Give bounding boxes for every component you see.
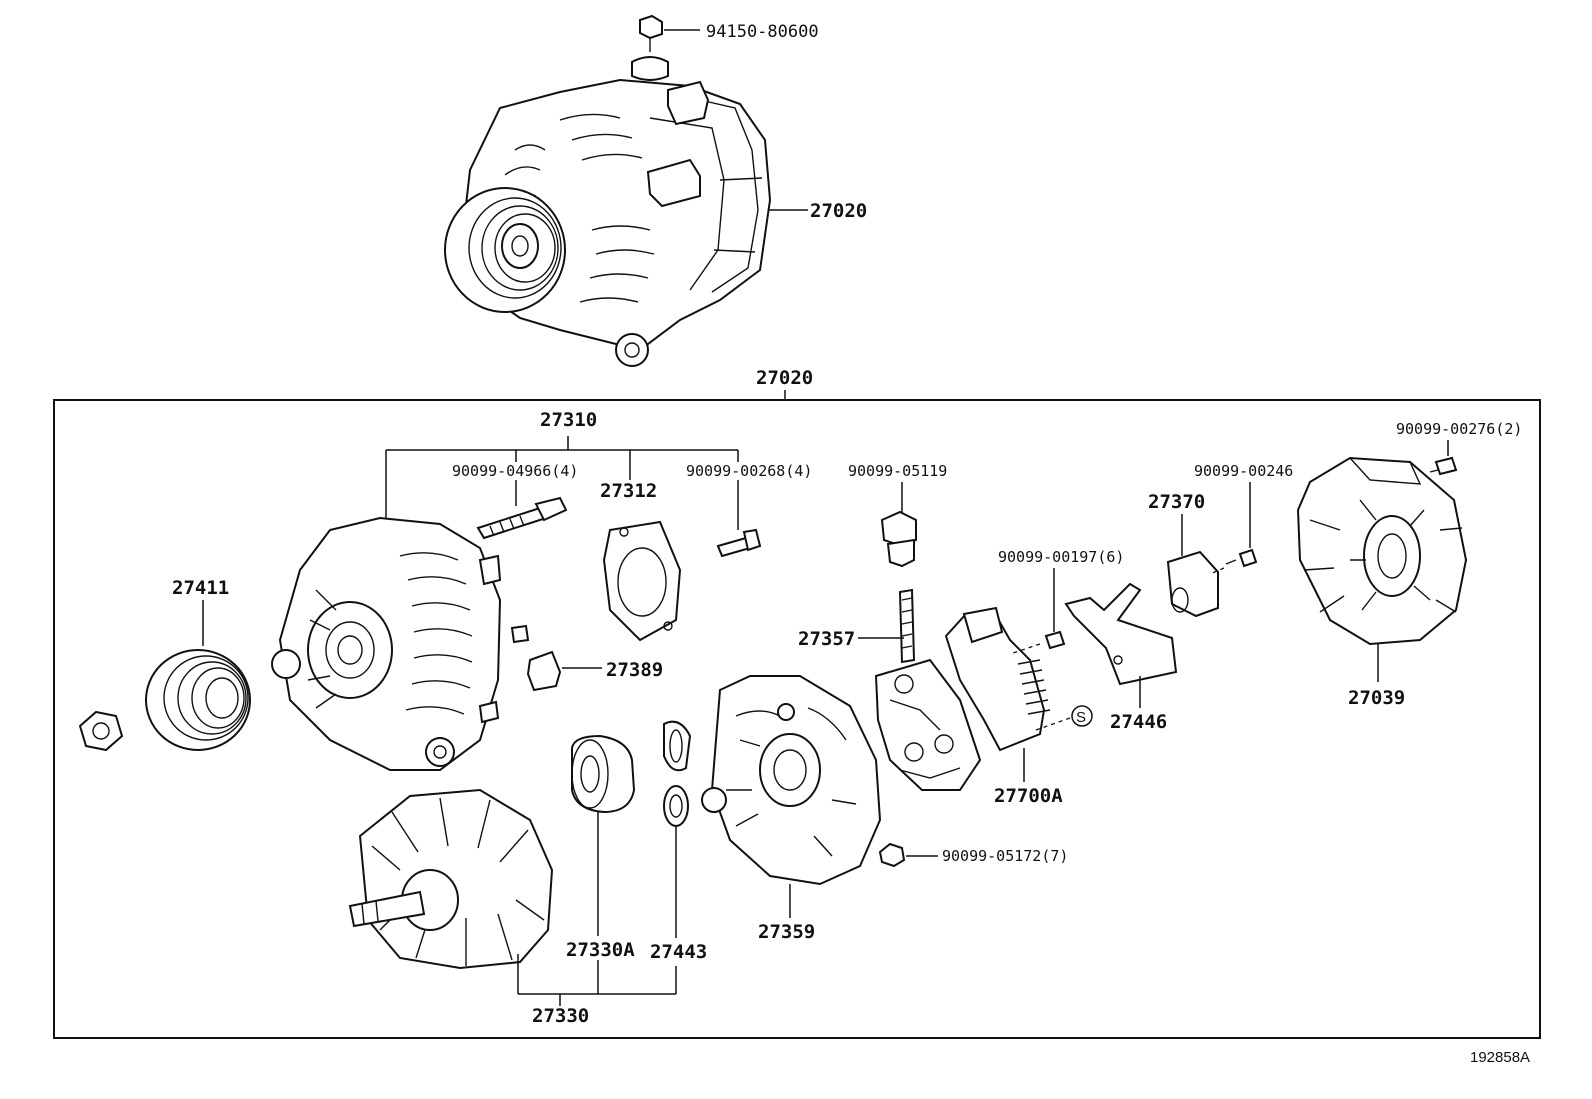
label-27310: 27310 <box>540 409 597 431</box>
label-90099-05172: 90099-05172(7) <box>942 847 1068 865</box>
label-27312: 27312 <box>600 480 657 502</box>
label-90099-00246: 90099-00246 <box>1194 462 1293 480</box>
rectifier-27357 <box>874 588 982 791</box>
label-27370: 27370 <box>1148 491 1205 513</box>
dash-00197 <box>1009 643 1041 655</box>
label-27330A: 27330A <box>566 939 635 961</box>
label-27446: 27446 <box>1110 711 1167 733</box>
cover-plate-27446 <box>1064 582 1178 686</box>
label-90099-00276: 90099-00276(2) <box>1396 420 1522 438</box>
stud-bolt <box>476 496 568 540</box>
dash-s-mark <box>1035 717 1071 731</box>
label-90099-00268: 90099-00268(4) <box>686 462 812 480</box>
label-27330: 27330 <box>532 1005 589 1027</box>
terminal-bolt-top <box>631 14 669 81</box>
label-27357: 27357 <box>798 628 855 650</box>
plate-27312 <box>602 520 682 642</box>
bolt-246 <box>1225 548 1258 568</box>
regulator-27700A <box>944 606 1051 752</box>
bracket-27310 <box>385 436 739 520</box>
s-mark-circle <box>1071 705 1093 727</box>
label-27039: 27039 <box>1348 687 1405 709</box>
label-90099-05119: 90099-05119 <box>848 462 947 480</box>
insulator-27389 <box>526 650 562 692</box>
terminal-05119 <box>880 510 917 568</box>
rear-frame-27359 <box>701 675 882 886</box>
label-90099-04966: 90099-04966(4) <box>452 462 578 480</box>
label-27020-top: 27020 <box>810 200 867 222</box>
nut-05172 <box>878 842 906 868</box>
bolt-276 <box>1429 456 1458 476</box>
rotor-27330 <box>348 788 554 970</box>
spacer-27443 <box>663 720 692 827</box>
label-27020-box: 27020 <box>756 367 813 389</box>
bolt-268 <box>716 528 762 558</box>
alternator-assembly-illustration <box>444 14 772 367</box>
label-27700A: 27700A <box>994 785 1063 807</box>
rear-cover-27039 <box>1296 456 1468 646</box>
pulley-27411 <box>145 649 251 751</box>
dash-00246 <box>1209 567 1225 575</box>
label-27411: 27411 <box>172 577 229 599</box>
holder-27370 <box>1166 550 1219 618</box>
assembly-frame-box <box>53 399 1541 1039</box>
label-27443: 27443 <box>650 941 707 963</box>
label-s-mark: S <box>1076 709 1086 726</box>
label-27359: 27359 <box>758 921 815 943</box>
drive-end-frame <box>271 516 530 771</box>
label-94150-80600: 94150-80600 <box>706 22 819 42</box>
reference-number: 192858A <box>1470 1049 1530 1066</box>
bearing-27330A <box>571 734 636 814</box>
screw-00197 <box>1044 630 1066 650</box>
pulley-nut <box>78 710 124 752</box>
label-27389: 27389 <box>606 659 663 681</box>
label-90099-00197: 90099-00197(6) <box>998 548 1124 566</box>
bracket-27330 <box>517 954 677 1006</box>
